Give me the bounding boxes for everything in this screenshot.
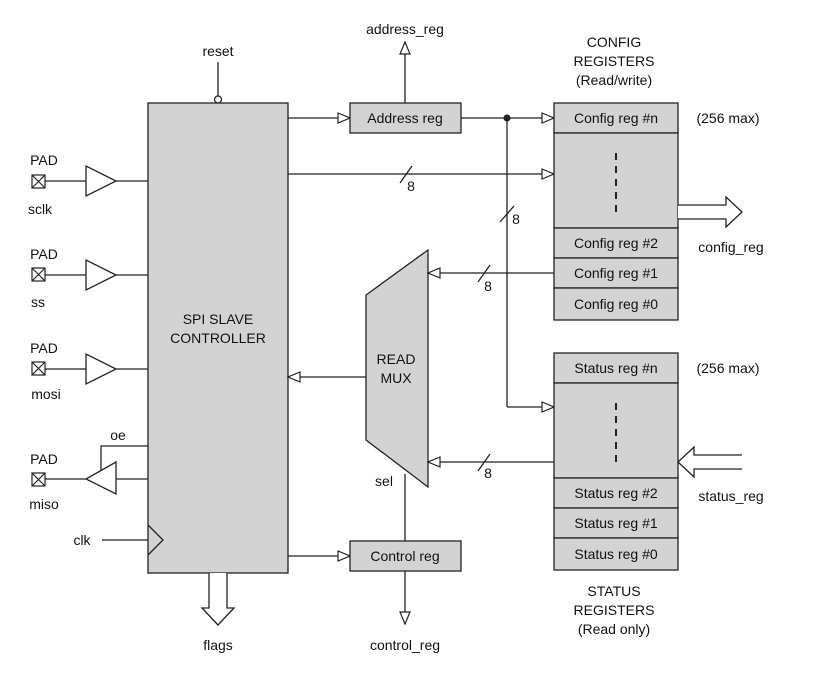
config-max-note: (256 max) <box>696 110 759 126</box>
status-reg-label: Status reg #2 <box>574 485 657 501</box>
config-output-label: config_reg <box>698 239 763 255</box>
pad-sclk: PAD sclk <box>28 152 148 217</box>
input-buffer-icon <box>85 258 118 292</box>
config-output-bus-arrow-icon <box>678 195 743 229</box>
address-reg-output-label: address_reg <box>366 21 444 37</box>
flags-label: flags <box>203 637 233 653</box>
pad-signal-label: ss <box>31 294 45 310</box>
pad-label: PAD <box>30 451 58 467</box>
config-reg-label: Config reg #2 <box>574 235 658 251</box>
status-reg-row <box>553 537 679 571</box>
pad-icon <box>31 174 46 189</box>
control-reg-label: Control reg <box>370 548 439 564</box>
config-registers: CONFIG REGISTERS (Read/write) (256 max) … <box>553 34 764 321</box>
flags-bus-arrow-icon <box>200 573 236 626</box>
config-reg-row <box>553 227 679 259</box>
address-reg: Address reg address_reg 8 <box>288 21 554 407</box>
clk-input: clk <box>73 524 164 556</box>
sel-label: sel <box>375 473 393 489</box>
config-reg-label: Config reg #n <box>574 110 658 126</box>
pad-icon <box>31 361 46 376</box>
config-title-line3: (Read/write) <box>576 72 652 88</box>
spi-slave-controller: SPI SLAVE CONTROLLER <box>147 102 289 574</box>
pad-ss: PAD ss <box>30 246 148 310</box>
address-reg-label: Address reg <box>367 110 442 126</box>
controller-label-line1: SPI SLAVE <box>183 311 254 327</box>
config-title-line2: REGISTERS <box>574 53 655 69</box>
status-max-note: (256 max) <box>696 360 759 376</box>
status-input-bus-arrow-icon <box>677 445 742 479</box>
oe-label: oe <box>110 427 126 443</box>
bus-width-label: 8 <box>484 278 492 294</box>
reset-input: reset <box>202 43 234 104</box>
status-reg-row <box>553 352 679 384</box>
pad-signal-label: miso <box>29 496 59 512</box>
config-title-line1: CONFIG <box>587 34 641 50</box>
bus-width-label: 8 <box>484 465 492 481</box>
read-mux-label-line1: READ <box>377 351 416 367</box>
bus-width-label: 8 <box>407 178 415 194</box>
read-mux: READ MUX 8 8 sel <box>288 248 554 541</box>
pad-label: PAD <box>30 340 58 356</box>
pad-signal-label: sclk <box>28 201 53 217</box>
config-reg-label: Config reg #1 <box>574 265 658 281</box>
status-reg-label: Status reg #0 <box>574 546 657 562</box>
write-data-bus: 8 <box>288 165 554 194</box>
reset-label: reset <box>202 43 233 59</box>
clock-edge-icon <box>147 524 164 556</box>
input-buffer-icon <box>85 352 118 386</box>
control-reg-output-label: control_reg <box>370 637 440 653</box>
flags-output: flags <box>200 573 236 653</box>
reset-bubble-icon <box>213 95 223 104</box>
status-registers: (256 max) Status reg #n Status reg #2 St… <box>553 352 764 637</box>
pad-icon <box>31 267 46 282</box>
status-input-label: status_reg <box>698 488 763 504</box>
pad-miso: PAD oe miso <box>29 427 148 512</box>
controller-label-line2: CONTROLLER <box>170 330 266 346</box>
status-reg-label: Status reg #1 <box>574 515 657 531</box>
read-mux-label-line2: MUX <box>380 370 412 386</box>
pad-signal-label: mosi <box>31 386 61 402</box>
status-title-line2: REGISTERS <box>574 602 655 618</box>
config-reg-row <box>553 102 679 134</box>
pad-label: PAD <box>30 152 58 168</box>
clk-label: clk <box>73 532 91 548</box>
config-reg-row <box>553 257 679 289</box>
status-reg-label: Status reg #n <box>574 360 657 376</box>
input-buffer-icon <box>85 164 118 198</box>
config-reg-row <box>553 287 679 321</box>
status-title-line1: STATUS <box>587 583 640 599</box>
config-reg-label: Config reg #0 <box>574 296 658 312</box>
bus-width-label: 8 <box>512 211 520 227</box>
pad-label: PAD <box>30 246 58 262</box>
pad-mosi: PAD mosi <box>30 340 148 402</box>
status-title-line3: (Read only) <box>578 621 650 637</box>
control-reg: Control reg control_reg <box>288 540 462 653</box>
pad-icon <box>31 472 46 487</box>
